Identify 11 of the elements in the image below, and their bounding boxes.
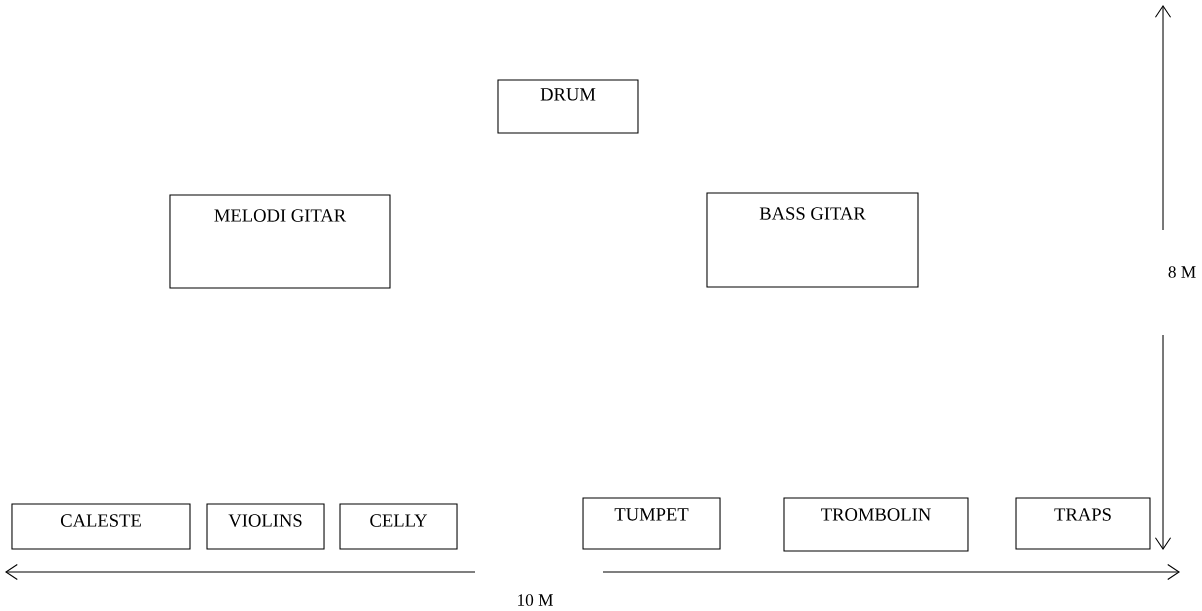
instrument-box: TRAPS xyxy=(1015,497,1151,550)
dimension-label: 8 M xyxy=(1168,266,1196,278)
instrument-box: CALESTE xyxy=(11,503,191,550)
dimension-label: 10 M xyxy=(518,594,553,606)
instrument-box: TUMPET xyxy=(582,497,721,550)
instrument-box: BASS GITAR xyxy=(706,192,919,288)
instrument-box: DRUM xyxy=(497,79,639,134)
instrument-box: VIOLINS xyxy=(206,503,325,550)
instrument-box: TROMBOLIN xyxy=(783,497,969,552)
instrument-box: CELLY xyxy=(339,503,458,550)
instrument-box: MELODI GITAR xyxy=(169,194,391,289)
